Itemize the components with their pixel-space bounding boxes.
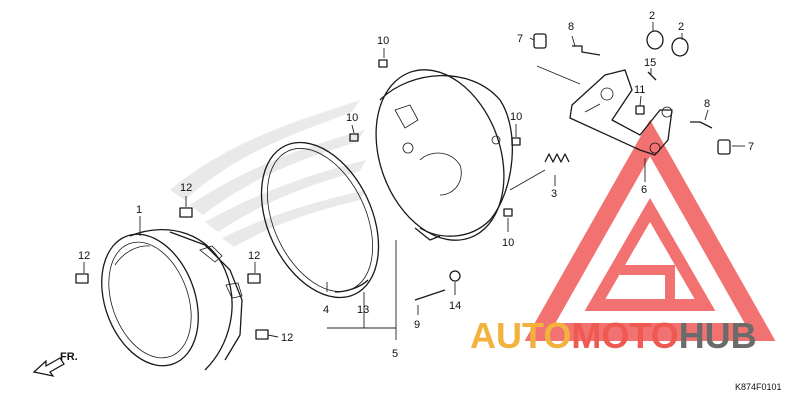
clip-12-c (247, 273, 261, 284)
callout-7-top: 7 (517, 33, 523, 45)
callout-3: 3 (551, 188, 557, 200)
nut-10-top (378, 59, 388, 68)
callout-12-a: 12 (180, 182, 192, 194)
pin-15 (647, 71, 657, 81)
grommet-2-right (671, 37, 689, 57)
callout-5: 5 (392, 348, 398, 360)
washer-14 (449, 270, 461, 282)
callout-10-bottom: 10 (502, 237, 514, 249)
callout-12-b: 12 (78, 250, 90, 262)
headlight-bracket (569, 69, 673, 156)
collar-11 (635, 105, 645, 115)
spring-3 (544, 153, 570, 163)
nut-10-bottom (503, 208, 513, 217)
callout-15: 15 (644, 57, 656, 69)
brand-word-hub: HUB (679, 315, 757, 356)
callout-2-left: 2 (649, 10, 655, 22)
clip-12-b (75, 273, 89, 284)
brand-word-moto: MOTO (571, 315, 678, 356)
callout-7-bottom: 7 (748, 141, 754, 153)
callout-14: 14 (449, 300, 461, 312)
nut-10-right (511, 137, 521, 146)
callouts: 1 2 2 3 4 5 6 7 7 8 8 9 10 10 10 10 11 1… (78, 10, 754, 360)
clip-12-d (255, 329, 269, 340)
callout-2-right: 2 (678, 21, 684, 33)
callout-8-top: 8 (568, 21, 574, 33)
screw-9 (414, 289, 446, 301)
nut-10-mid (349, 133, 359, 142)
bolt-7-top (533, 33, 547, 49)
brand-word-auto: AUTO (470, 315, 571, 356)
front-label: FR. (60, 351, 78, 363)
callout-10-mid: 10 (346, 112, 358, 124)
callout-12-c: 12 (248, 250, 260, 262)
headlight-case (375, 69, 513, 241)
honda-wing-watermark (170, 100, 366, 247)
screw-8-right (690, 121, 713, 129)
bolt-7-bottom (717, 139, 731, 155)
callout-6: 6 (641, 184, 647, 196)
callout-12-d: 12 (281, 332, 293, 344)
callout-8-right: 8 (704, 98, 710, 110)
callout-13: 13 (357, 304, 369, 316)
brand-watermark: AUTOMOTOHUB (470, 315, 757, 356)
leader-lines (83, 22, 745, 340)
callout-1: 1 (136, 204, 142, 216)
headlight-unit (101, 228, 243, 371)
clip-12-a (179, 207, 193, 218)
callout-10-top: 10 (377, 35, 389, 47)
screw-8-top (572, 45, 601, 56)
callout-9: 9 (414, 319, 420, 331)
hardware (75, 30, 731, 340)
triangle-logo-watermark (524, 119, 776, 341)
headlight-rim (260, 141, 380, 299)
callout-4: 4 (323, 304, 329, 316)
callout-11: 11 (634, 84, 645, 96)
diagram-code: K874F0101 (735, 382, 782, 392)
grommet-2-left (646, 30, 664, 50)
front-direction-arrow: FR. (32, 351, 78, 377)
callout-10-right: 10 (510, 111, 522, 123)
